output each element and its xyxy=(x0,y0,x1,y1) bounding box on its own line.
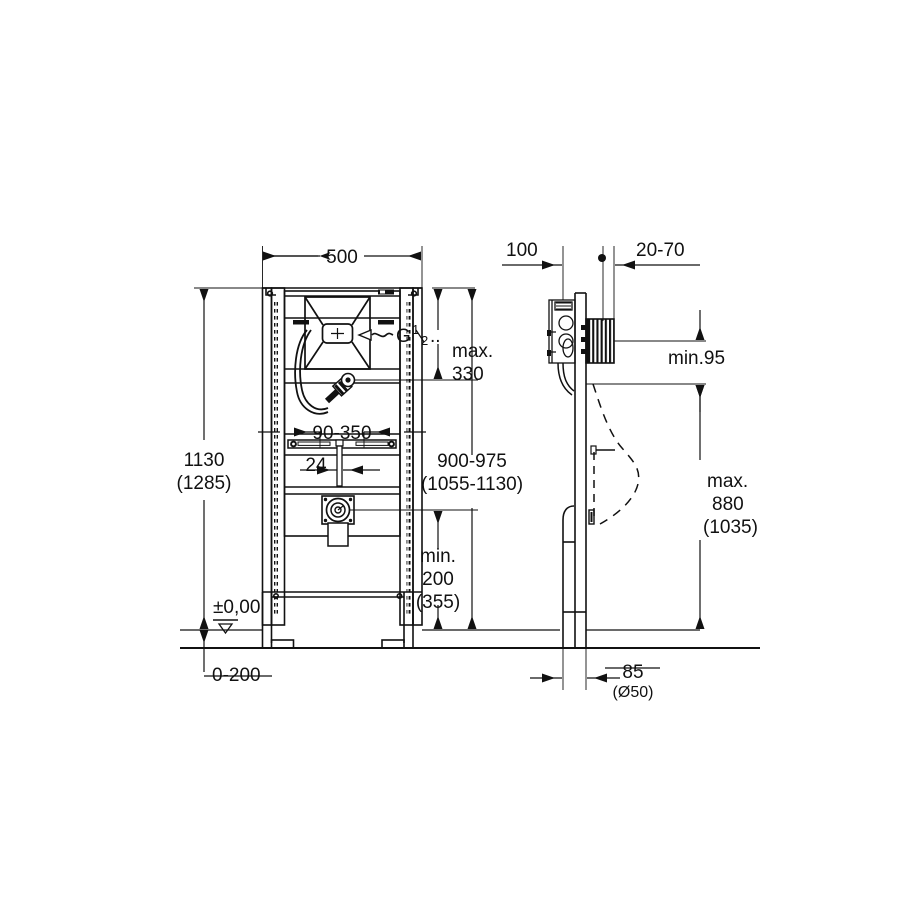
dim-24-label: 24 xyxy=(305,455,327,476)
level-zero-label: ±0,00 xyxy=(213,597,260,618)
floor-lines xyxy=(180,629,700,649)
dim-100: 100 xyxy=(502,240,564,300)
side-threaded-outlet xyxy=(581,318,615,364)
dim-d50-label: (Ø50) xyxy=(613,684,654,701)
dim-24: 24 xyxy=(300,448,380,486)
dim-min-label: min. xyxy=(420,546,456,567)
thread-numerator: 1 xyxy=(412,322,419,337)
dim-1035-label: (1035) xyxy=(703,517,758,538)
urinal-bowl-outline xyxy=(592,383,640,525)
center-dimension-group: max. 330 900-975 (1055-1130) min. 200 (3… xyxy=(390,287,523,629)
side-floor-lines xyxy=(586,629,760,649)
dim-max-880: max. 880 (1035) xyxy=(695,385,758,629)
dim-min-200: min. 200 (355) xyxy=(416,511,460,629)
adjustable-support-bar xyxy=(287,439,397,487)
dim-0-200: 0-200 xyxy=(199,630,272,686)
flexible-hose xyxy=(294,329,329,415)
dim-min-95: min.95 xyxy=(586,310,725,412)
front-view-group: 500 1130 (1285) 90-350 xyxy=(177,246,700,686)
drain-outlet xyxy=(321,495,430,547)
side-valve-assembly xyxy=(547,299,576,396)
floor-level-marker: ±0,00 xyxy=(213,597,260,635)
dim-100-label: 100 xyxy=(506,240,538,261)
dim-90-350-label: 90-350 xyxy=(312,423,371,444)
dim-20-70: 20-70 xyxy=(598,240,700,321)
supply-connection-label: G 1 2 .. xyxy=(357,322,441,348)
dim-355-label: (355) xyxy=(416,592,460,613)
perforated-rails xyxy=(274,300,411,615)
side-front-post xyxy=(562,505,575,648)
dim-200-label: 200 xyxy=(422,569,454,590)
thread-denominator: 2 xyxy=(421,333,428,348)
dim-bracket-90-350: 90-350 xyxy=(258,423,426,448)
dim-1285-label: (1285) xyxy=(177,473,232,494)
dim-min-95-label: min.95 xyxy=(668,348,725,369)
dim-height-1130: 1130 (1285) xyxy=(177,287,262,631)
dim-900-975: 900-975 (1055-1130) xyxy=(421,289,523,629)
hopper-shape xyxy=(304,296,371,370)
dim-85: 85 (Ø50) xyxy=(530,649,660,701)
thread-label: G xyxy=(396,326,411,347)
dim-1130-label: 1130 xyxy=(184,450,225,471)
side-view-group: 100 20-70 min.95 max. xyxy=(502,240,760,701)
panel-slots xyxy=(293,320,394,325)
frame-top-cap xyxy=(262,287,422,297)
dim-900-975-label: 900-975 xyxy=(437,451,507,472)
dim-500-label: 500 xyxy=(326,247,358,268)
dim-max-880-top-label: max. xyxy=(707,471,748,492)
dim-0-200-label: 0-200 xyxy=(212,665,261,686)
dim-20-70-label: 20-70 xyxy=(636,240,685,261)
dim-330-label: 330 xyxy=(452,364,484,385)
dim-85-label: 85 xyxy=(622,662,643,683)
dim-width-500: 500 xyxy=(262,246,423,291)
dim-880-label: 880 xyxy=(712,494,744,515)
dim-1055-1130-label: (1055-1130) xyxy=(421,474,523,495)
frame-legs xyxy=(261,591,422,649)
thread-trailing-dots: .. xyxy=(430,326,441,347)
